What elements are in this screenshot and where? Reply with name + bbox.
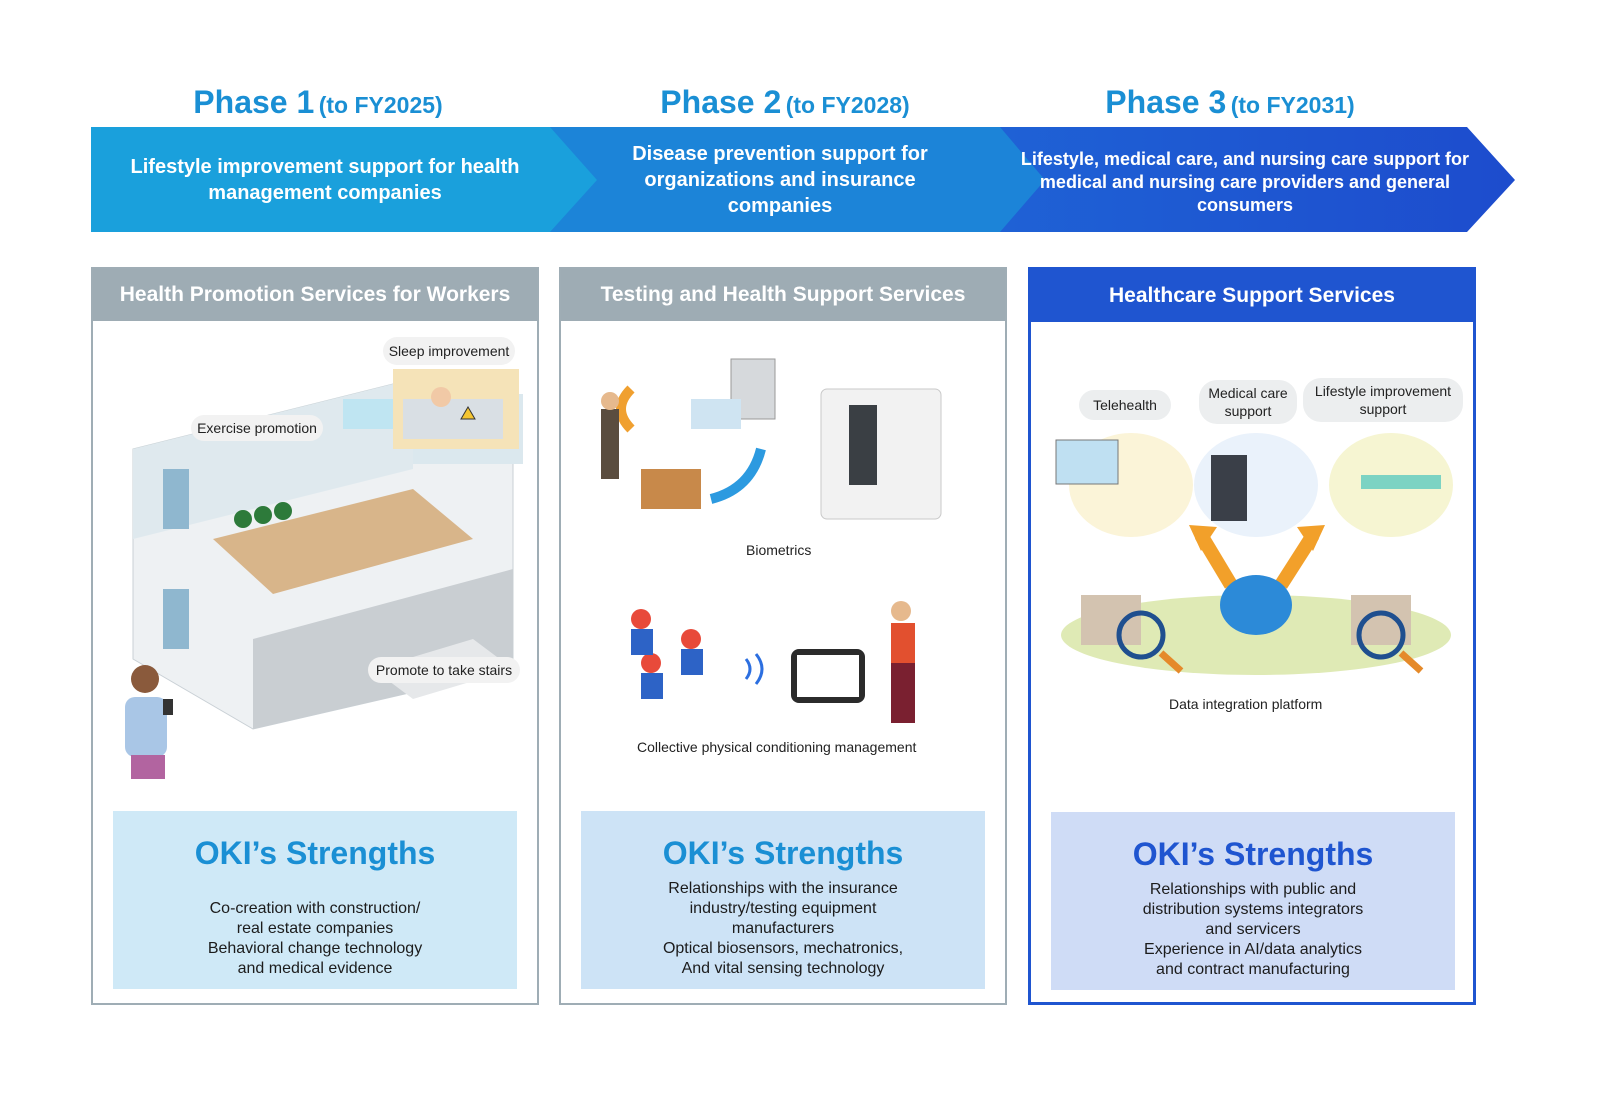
sleep-illustration [393, 369, 519, 449]
strength-line: manufacturers [731, 920, 835, 937]
strengths-box-2: OKI’s Strengths Relationships with the i… [581, 811, 985, 989]
biometrics-cycle-illustration [601, 358, 776, 509]
panel-testing-health-support: Testing and Health Support Services Biom… [559, 267, 1007, 1005]
phase-1-arrow [91, 127, 597, 232]
strength-line: And vital sensing technology [681, 960, 885, 977]
strength-line: Experience in AI/data analytics [1144, 941, 1362, 958]
phase-2-arrow [530, 127, 1045, 232]
phase-3-arrow [960, 127, 1515, 232]
phase-2-period: (to FY2028) [785, 92, 910, 118]
strength-line: real estate companies [236, 920, 394, 937]
office-building-illustration [132, 378, 523, 730]
phase-3-name: Phase 3 [1105, 84, 1227, 120]
strength-line: and contract manufacturing [1156, 961, 1350, 978]
strength-line: Relationships with the insurance [668, 880, 898, 897]
strength-line: and servicers [1205, 921, 1301, 938]
biometrics-label: Biometrics [746, 542, 812, 558]
strengths-title-2: OKI’s Strengths [662, 835, 904, 871]
strengths-title-3: OKI’s Strengths [1132, 836, 1374, 872]
strength-line: Co-creation with construction/ [209, 900, 421, 917]
phase-2-title: Phase 2 (to FY2028) [565, 84, 1005, 121]
lifestyle-improvement-support-label: Lifestyle improvement support [1303, 378, 1463, 422]
data-integration-platform-label: Data integration platform [1169, 696, 1323, 712]
promote-stairs-label: Promote to take stairs [368, 657, 520, 683]
phase-1-period: (to FY2025) [318, 92, 443, 118]
phase-1-description: Lifestyle improvement support for health… [130, 156, 520, 204]
strength-line: Optical biosensors, mechatronics, [662, 940, 904, 957]
strength-line: industry/testing equipment [689, 900, 877, 917]
testing-device-illustration [820, 388, 942, 520]
phase-1-title: Phase 1 (to FY2025) [98, 84, 538, 121]
panel-healthcare-support: Healthcare Support Services Telehealth M… [1028, 267, 1476, 1005]
woman-with-phone-illustration [125, 665, 173, 779]
strengths-box-3: OKI’s Strengths Relationships with publi… [1051, 812, 1455, 990]
healthcare-platform-illustration [1055, 433, 1453, 675]
sleep-improvement-label: Sleep improvement [383, 337, 515, 365]
phase-1-name: Phase 1 [193, 84, 315, 120]
phase-2-name: Phase 2 [660, 84, 782, 120]
strength-line: Behavioral change technology [207, 940, 423, 957]
phase-3-title: Phase 3 (to FY2031) [1010, 84, 1450, 121]
panel-3-title: Healthcare Support Services [1031, 270, 1473, 322]
phase-arrow-band [91, 127, 1515, 232]
phase-3-description: Lifestyle, medical care, and nursing car… [1020, 148, 1470, 215]
collective-conditioning-illustration [631, 601, 915, 723]
panel-2-title: Testing and Health Support Services [561, 269, 1005, 321]
collective-conditioning-label: Collective physical conditioning managem… [637, 739, 917, 755]
strength-line: and medical evidence [237, 960, 393, 977]
phase-3-period: (to FY2031) [1230, 92, 1355, 118]
exercise-promotion-label: Exercise promotion [191, 415, 323, 441]
strengths-title-1: OKI’s Strengths [194, 835, 436, 871]
strength-line: distribution systems integrators [1142, 901, 1364, 918]
phase-2-description: Disease prevention support for organizat… [632, 143, 928, 217]
medical-care-support-label: Medical care support [1199, 380, 1297, 424]
panel-1-title: Health Promotion Services for Workers [93, 269, 537, 321]
strengths-box-1: OKI’s Strengths Co-creation with constru… [113, 811, 517, 989]
panel-health-promotion: Health Promotion Services for Workers Sl… [91, 267, 539, 1005]
strength-line: Relationships with public and [1149, 881, 1357, 898]
telehealth-label: Telehealth [1079, 390, 1171, 420]
